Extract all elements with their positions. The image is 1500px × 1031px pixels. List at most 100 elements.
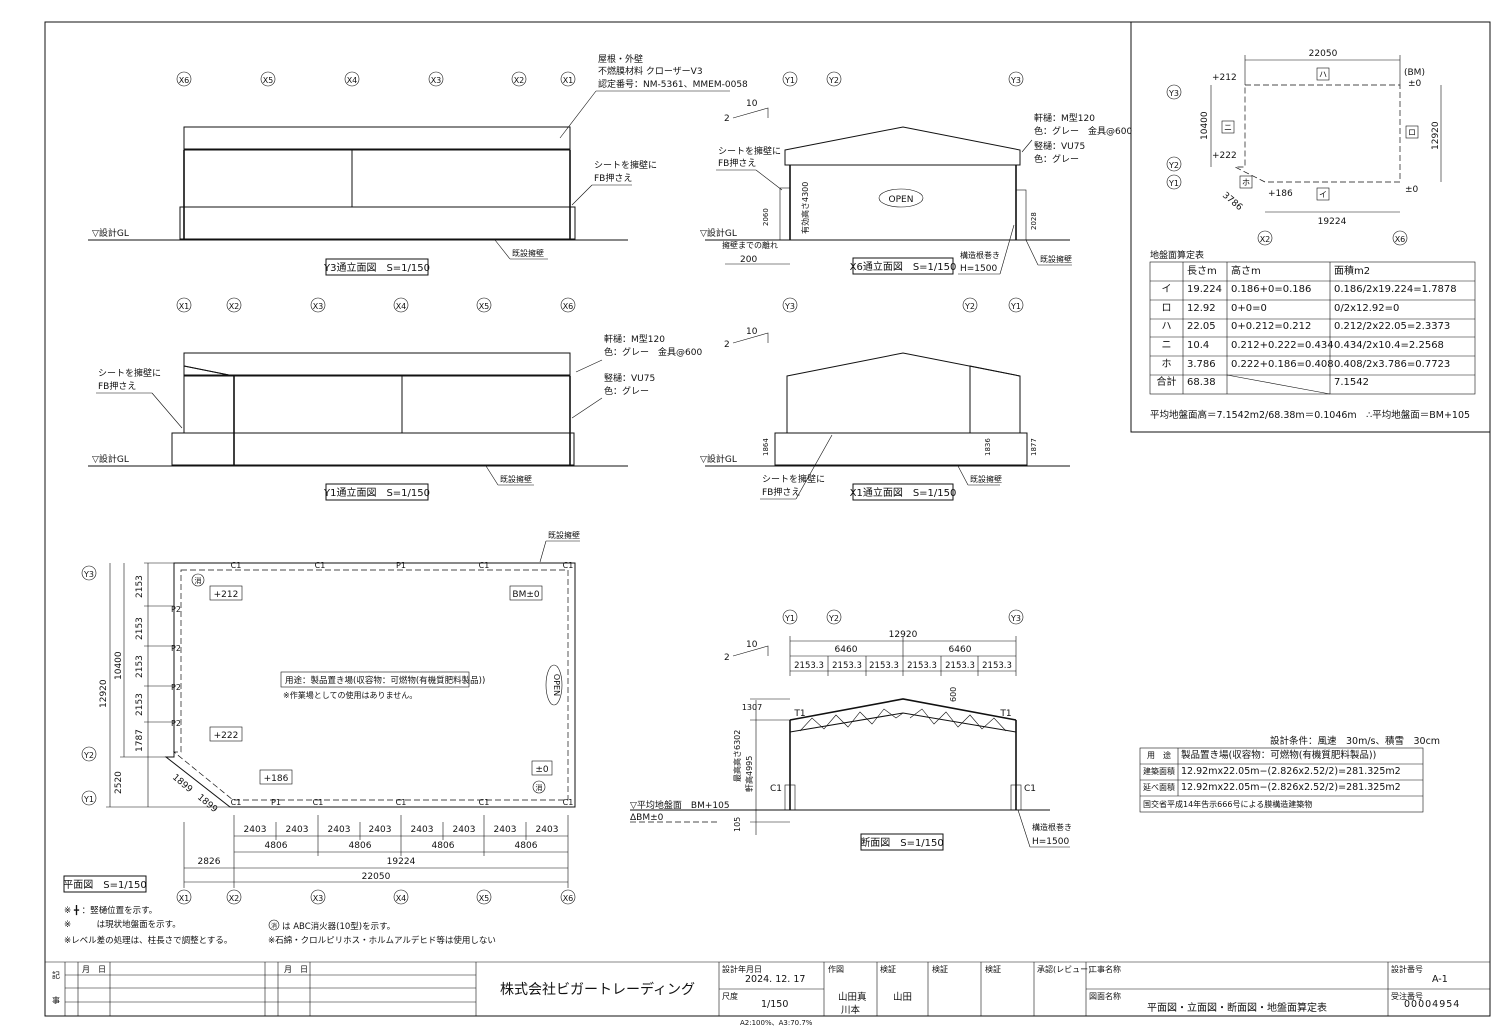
svg-text:2153.3: 2153.3 [832,661,862,671]
floor-plan: Y3 Y2 Y1 既設擁壁 +212 +222 +186 BM±0 ±0 消 消… [63,530,580,946]
svg-text:FB押さえ: FB押さえ [718,157,756,169]
gt-header-height: 高さm [1231,266,1261,277]
svg-text:2403: 2403 [536,825,559,835]
svg-text:消: 消 [195,576,202,585]
svg-text:2153.3: 2153.3 [945,661,975,671]
svg-text:C1: C1 [563,561,574,570]
svg-text:※ は現状地盤面を示す。: ※ は現状地盤面を示す。 [64,919,181,930]
svg-text:Y2: Y2 [1168,161,1179,170]
ground-table-caption: 地盤面算定表 [1150,251,1205,261]
sheet-border [44,21,1491,1017]
grid-x5: X5 [263,76,274,85]
svg-text:3786: 3786 [1220,191,1244,214]
svg-text:▽設計GL: ▽設計GL [700,453,737,465]
svg-text:▽設計GL: ▽設計GL [700,227,737,239]
ground-table-cell: ホ [1161,358,1172,370]
svg-text:C1: C1 [563,798,574,807]
svg-text:10400: 10400 [1200,111,1210,140]
svg-text:C1: C1 [315,561,326,570]
design-table-row: 用 途製品置き場(収容物：可燃物(有機質肥料製品)) [1140,748,1423,764]
y3-roof-note-2: 不燃膜材料 クローザーV3 [598,65,703,77]
svg-text:H=1500: H=1500 [960,264,997,274]
ground-table-cell: 0.434/2x10.4=2.2568 [1334,340,1444,352]
svg-text:▽設計GL: ▽設計GL [92,453,129,465]
svg-text:Y3: Y3 [83,570,94,579]
svg-text:22050: 22050 [1309,49,1338,59]
svg-text:C1: C1 [396,798,407,807]
ground-table-cell: 0+0=0 [1231,302,1267,314]
svg-text:X1: X1 [179,302,190,311]
ground-table-cell: 0.212+0.222=0.434 [1231,340,1334,352]
grid-x3: X3 [431,76,442,85]
svg-text:X5: X5 [479,894,490,903]
ground-table-cell: 0+0.212=0.212 [1231,321,1312,333]
svg-text:ロ: ロ [1408,128,1416,137]
ground-table-cell: ニ [1161,340,1172,352]
svg-text:Y3: Y3 [1168,89,1179,98]
ground-table-cell: イ [1161,284,1172,295]
svg-text:10: 10 [746,640,758,650]
svg-text:シートを擁壁に: シートを擁壁に [98,367,161,379]
ground-table-grid [1149,261,1476,395]
svg-text:色：グレー: 色：グレー [604,385,649,397]
ground-table-cell: 12.92 [1187,302,1216,314]
design-table-label: 延べ面積 [1143,783,1175,792]
svg-text:12920: 12920 [99,679,109,708]
svg-text:10: 10 [746,99,758,109]
svg-text:2403: 2403 [244,825,267,835]
y3-elevation: X6 X5 X4 X3 X2 X1 屋根・外壁 不燃膜材料 クローザーV3 認定… [88,53,748,276]
svg-text:P1: P1 [396,561,406,570]
design-table-grid [1139,747,1424,813]
svg-text:1864: 1864 [762,438,770,456]
site-ground-diagram: 22050 +212 +222 +186 ±0 (BM) ±0 10400 12… [1166,49,1442,246]
svg-text:既設擁壁: 既設擁壁 [1040,254,1072,264]
ground-table-cell [1227,374,1330,393]
ground-table-cell: 0.186/2x19.224=1.7878 [1334,284,1457,295]
svg-text:C1: C1 [770,784,782,794]
svg-text:12920: 12920 [889,630,918,640]
svg-text:105: 105 [733,817,742,832]
y1-elevation: X1 X2 X3 X4 X5 X6 シートを擁壁に FB押さえ 軒樋：M型120… [88,297,702,501]
grid-y1: Y1 [784,76,795,85]
svg-text:C1: C1 [313,798,324,807]
svg-text:X3: X3 [313,894,324,903]
svg-text:※作業場としての使用はありません。: ※作業場としての使用はありません。 [283,690,417,700]
svg-text:4806: 4806 [349,841,372,851]
grid-x6: X6 [179,76,190,85]
svg-text:2403: 2403 [369,825,392,835]
svg-text:色：グレー 金具@600: 色：グレー 金具@600 [1034,125,1132,137]
svg-text:OPEN: OPEN [552,674,561,696]
svg-text:※ ╋ ：竪樋位置を示す。: ※ ╋ ：竪樋位置を示す。 [64,905,157,916]
svg-text:+212: +212 [1212,73,1237,83]
design-table-value: 12.92mx22.05m−(2.826x2.52/2)=281.325m2 [1181,766,1401,777]
svg-text:+186: +186 [264,774,289,784]
ground-table-cell: ロ [1161,302,1172,314]
svg-text:消: 消 [271,922,277,930]
svg-text:竪樋：VU75: 竪樋：VU75 [604,372,655,384]
ground-table-cell: 0.222+0.186=0.408 [1231,358,1334,370]
site-panel-border [1130,21,1491,433]
svg-text:T1: T1 [793,709,805,719]
y3-roof-note-3: 認定番号：NM-5361、MMEM-0058 [598,78,748,90]
svg-text:H=1500: H=1500 [1032,837,1069,847]
grid-x2: X2 [514,76,525,85]
svg-text:2520: 2520 [114,771,124,794]
svg-text:Y3: Y3 [784,302,795,311]
svg-text:2153.3: 2153.3 [982,661,1012,671]
svg-text:2153.3: 2153.3 [869,661,899,671]
svg-text:4806: 4806 [432,841,455,851]
svg-text:2403: 2403 [328,825,351,835]
svg-text:10400: 10400 [114,651,124,680]
y3-gl: ▽設計GL [92,227,129,239]
svg-text:2060: 2060 [762,208,770,226]
ground-table-cell: 合計 [1156,377,1177,389]
svg-text:2028: 2028 [1030,212,1038,230]
svg-text:C1: C1 [479,798,490,807]
svg-text:X6: X6 [563,894,574,903]
grid-x1: X1 [563,76,574,85]
ground-table-cell: 10.4 [1187,340,1210,352]
svg-text:1307: 1307 [742,703,762,712]
